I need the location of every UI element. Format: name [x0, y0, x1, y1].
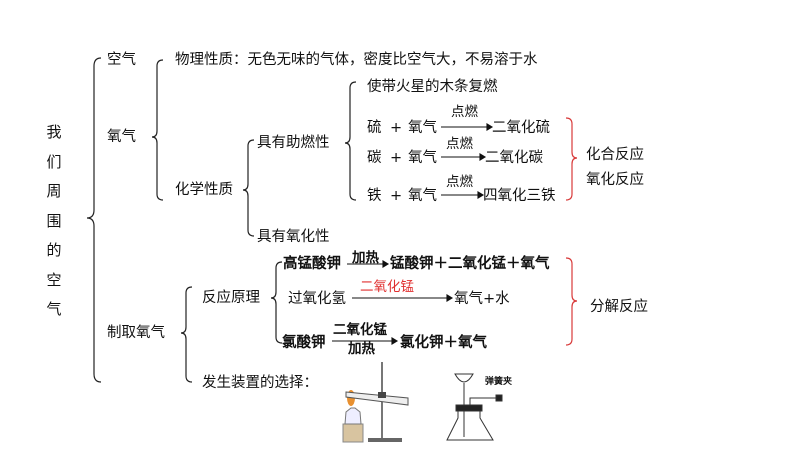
plus: +	[390, 150, 403, 166]
chemical-properties: 化学性质	[175, 182, 233, 198]
reactant: 高锰酸钾	[283, 256, 341, 272]
oxygen-brace	[151, 59, 164, 201]
main-brace	[86, 57, 102, 383]
title-char: 围	[46, 211, 62, 230]
reactant: 氧气	[408, 120, 437, 136]
catalyst-condition: 二氧化锰	[333, 322, 387, 338]
title-vertical: 我 们 周 围 的 空 气	[45, 118, 63, 325]
condition: 点燃	[446, 136, 473, 152]
condition: 点燃	[446, 174, 473, 190]
plus: +	[390, 120, 403, 136]
heat-condition: 加热	[348, 341, 375, 357]
title-char: 周	[46, 182, 62, 200]
product: 二氧化碳	[485, 150, 543, 166]
principle-brace	[270, 261, 283, 344]
air-node: 空气	[107, 52, 136, 68]
clip-label: 弹簧夹	[485, 377, 513, 387]
combination-reaction: 化合反应	[586, 147, 644, 163]
combustion-brace	[344, 81, 357, 201]
catalyst-condition: 二氧化锰	[360, 279, 414, 295]
reactant: 氧气	[408, 150, 437, 166]
oxygen-node: 氧气	[107, 129, 136, 145]
apparatus-selection: 发生装置的选择：	[202, 375, 318, 391]
title-char: 我	[46, 123, 62, 141]
products: 氧气+水	[454, 291, 510, 307]
heating-apparatus-image	[342, 362, 409, 443]
products: 锰酸钾＋二氧化锰＋氧气	[390, 256, 550, 272]
prep-node: 制取氧气	[107, 325, 165, 341]
decomposition-reaction: 分解反应	[590, 299, 648, 315]
title-char: 空	[46, 270, 62, 289]
plus: +	[390, 188, 403, 204]
reactant: 铁	[367, 188, 382, 204]
reactant: 硫	[367, 120, 382, 136]
reactant: 过氧化氢	[288, 291, 346, 307]
chem-brace	[242, 139, 255, 237]
combination-brace	[565, 117, 578, 201]
physical-properties: 物理性质：无色无味的气体，密度比空气大，不易溶于水	[175, 52, 538, 68]
title-char: 的	[46, 241, 62, 259]
title-char: 们	[46, 152, 62, 171]
flask-apparatus-image	[446, 373, 503, 441]
product: 四氧化三铁	[483, 188, 556, 204]
condition: 加热	[352, 250, 379, 266]
combustion-support: 具有助燃性	[257, 135, 330, 151]
prep-brace	[180, 286, 193, 383]
oxidizing: 具有氧化性	[257, 229, 330, 245]
product: 二氧化硫	[492, 120, 550, 136]
title-char: 气	[46, 300, 62, 318]
decomposition-brace	[565, 257, 578, 346]
condition: 点燃	[451, 104, 478, 120]
reactant: 氯酸钾	[282, 335, 326, 351]
reactant: 碳	[367, 150, 382, 166]
reactant: 氧气	[408, 188, 437, 204]
oxidation-reaction: 氧化反应	[586, 172, 644, 188]
principle-node: 反应原理	[202, 290, 260, 306]
products: 氯化钾＋氧气	[400, 335, 487, 351]
relight-splint: 使带火星的木条复燃	[367, 79, 498, 95]
